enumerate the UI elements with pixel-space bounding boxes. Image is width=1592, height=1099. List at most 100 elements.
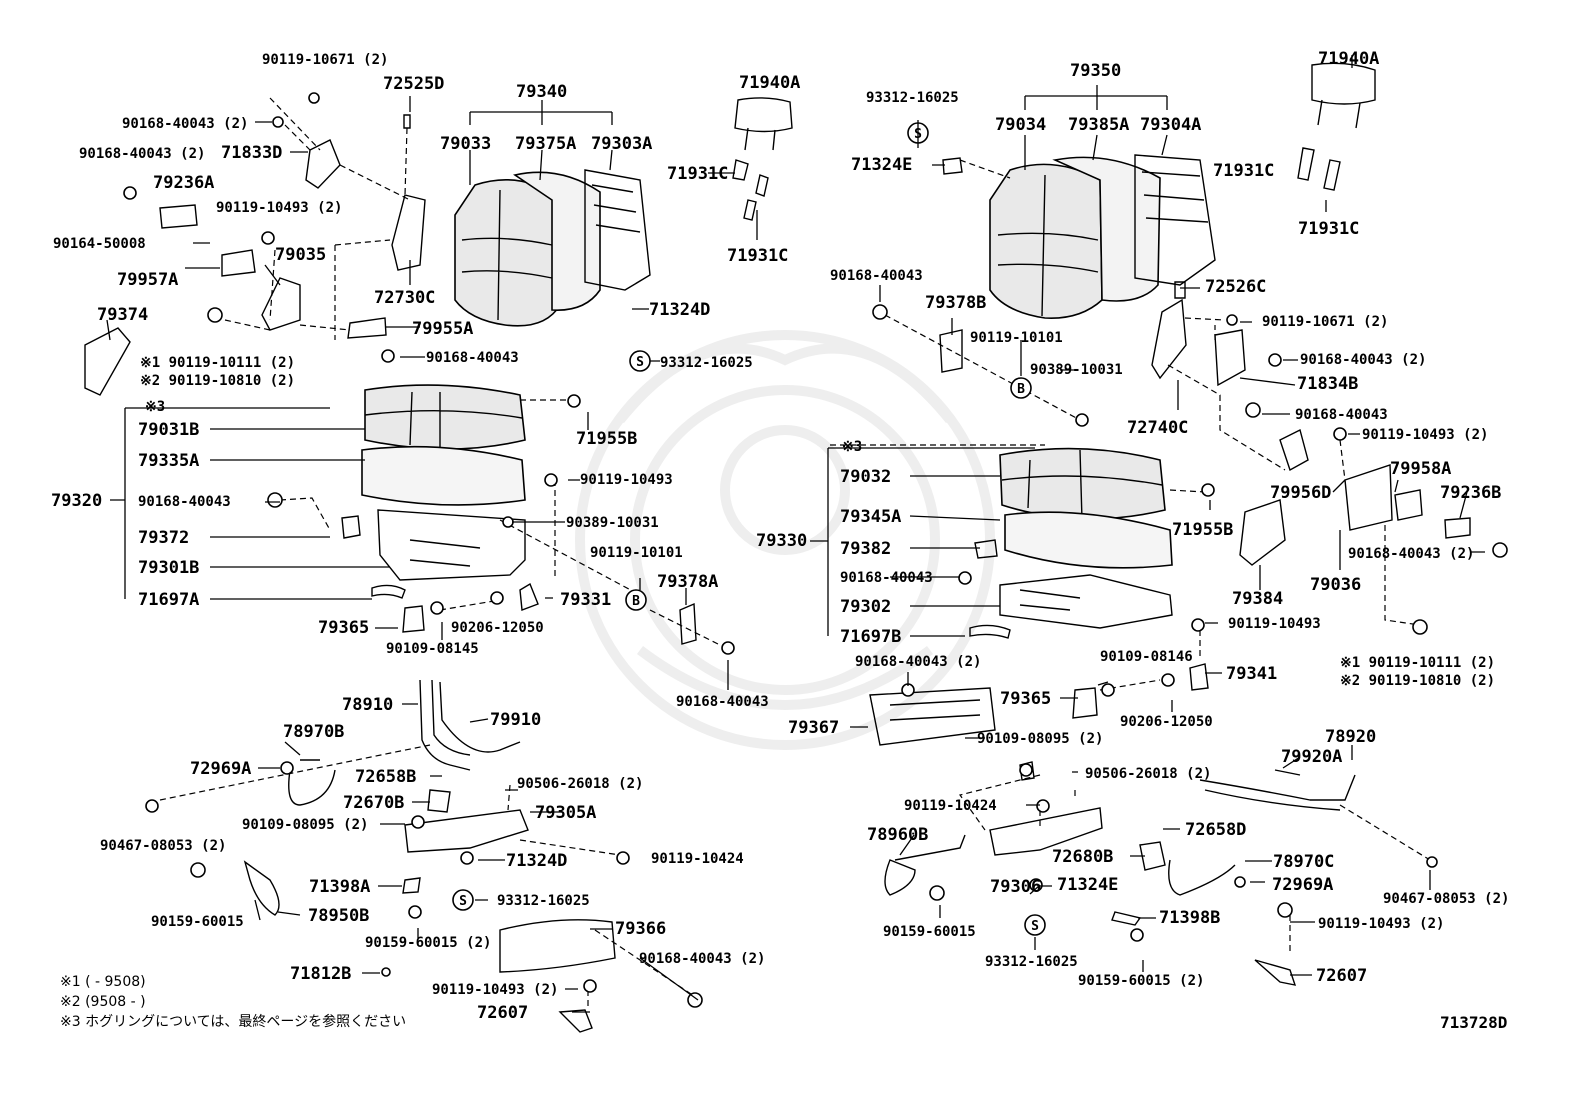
part-label: ※3	[842, 439, 862, 455]
part-label: 71697A	[138, 590, 199, 610]
part-label: 71940A	[739, 73, 800, 93]
part-label: 90159-60015 (2)	[365, 935, 491, 951]
part-label: 79035	[275, 245, 326, 265]
right-cushion-group	[830, 444, 1209, 746]
part-label: 90119-10493	[1228, 616, 1321, 632]
part-label: 78950B	[308, 906, 369, 926]
b-symbol-circle	[1010, 377, 1032, 399]
part-label: 79378A	[657, 572, 718, 592]
part-label: 90168-40043	[426, 350, 519, 366]
part-label: 71324E	[851, 155, 912, 175]
left-cushion-group	[279, 384, 721, 646]
right-hinge-group	[884, 159, 1471, 626]
part-label: 72526C	[1205, 277, 1266, 297]
part-label: 79365	[318, 618, 369, 638]
part-label: 90159-60015 (2)	[1078, 973, 1204, 989]
part-label: 72607	[1316, 966, 1367, 986]
part-label: 90159-60015	[151, 914, 244, 930]
part-label: 90119-10101	[590, 545, 683, 561]
part-label: 79033	[440, 134, 491, 154]
fastener-group	[123, 92, 1508, 1008]
part-label: 79375A	[515, 134, 576, 154]
part-label: 72730C	[374, 288, 435, 308]
part-label: 79330	[756, 531, 807, 551]
s-symbol-text: S	[1031, 919, 1039, 934]
part-label: ※1 90119-10111 (2)	[1340, 655, 1495, 671]
part-label: 90168-40043	[138, 494, 231, 510]
part-label: 79385A	[1068, 115, 1129, 135]
figure-number: 713728D	[1440, 1013, 1508, 1032]
part-label: 71834B	[1297, 374, 1358, 394]
part-label: 90109-08095 (2)	[242, 817, 368, 833]
part-label: 71931C	[1213, 161, 1274, 181]
part-label: 79305A	[535, 803, 596, 823]
part-label: 79304A	[1140, 115, 1201, 135]
part-label: 90119-10493 (2)	[1318, 916, 1444, 932]
footnote-1: ※1 ( - 9508)	[60, 974, 146, 990]
footnote-2: ※2 (9508 - )	[60, 994, 146, 1010]
part-label: 79378B	[925, 293, 986, 313]
part-label: 90119-10101	[970, 330, 1063, 346]
part-label: 79365	[1000, 689, 1051, 709]
s-symbol-circle	[452, 889, 474, 911]
part-label: ※2 90119-10810 (2)	[140, 373, 295, 389]
part-label: 79031B	[138, 420, 199, 440]
part-label: 71940A	[1318, 49, 1379, 69]
part-label: 93312-16025	[497, 893, 590, 909]
part-label: 71955B	[1172, 520, 1233, 540]
part-label: 79955A	[412, 319, 473, 339]
part-labels: 90119-10671 (2) 72525D 79340 71940A 9016…	[51, 49, 1509, 1023]
part-label: 90119-10671 (2)	[1262, 314, 1388, 330]
b-symbol-circle	[625, 589, 647, 611]
part-label: 90168-40043 (2)	[1348, 546, 1474, 562]
part-label: 90467-08053 (2)	[100, 838, 226, 854]
right-seatback-group	[942, 62, 1376, 319]
part-label: 79374	[97, 305, 148, 325]
part-label: 79032	[840, 467, 891, 487]
left-cable-group	[159, 679, 701, 1033]
part-label: 90467-08053 (2)	[1383, 891, 1509, 907]
left-hinge-group	[84, 97, 426, 396]
part-label: 78970C	[1273, 852, 1334, 872]
footnote-3: ※3 ホグリングについては、最終ページを参照ください	[60, 1014, 407, 1030]
part-label: 79036	[1310, 575, 1361, 595]
part-label: 79301B	[138, 558, 199, 578]
part-label: 78960B	[867, 825, 928, 845]
watermark-emblem	[575, 330, 995, 750]
part-label: 93312-16025	[660, 355, 753, 371]
part-label: 79236A	[153, 173, 214, 193]
part-label: 90119-10493 (2)	[1362, 427, 1488, 443]
part-label: 71324E	[1057, 875, 1118, 895]
part-label: 79920A	[1281, 747, 1342, 767]
part-label: 90109-08146	[1100, 649, 1193, 665]
part-label: 90168-40043	[830, 268, 923, 284]
part-label: 72658D	[1185, 820, 1246, 840]
part-label: 79957A	[117, 270, 178, 290]
part-label: 90168-40043	[1295, 407, 1388, 423]
part-label: 93312-16025	[866, 90, 959, 106]
part-label: ※1 90119-10111 (2)	[140, 355, 295, 371]
part-label: 90119-10493 (2)	[216, 200, 342, 216]
part-label: 79382	[840, 539, 891, 559]
part-label: 79306	[990, 877, 1041, 897]
part-label: 72969A	[1272, 875, 1333, 895]
part-label: 79340	[516, 82, 567, 102]
part-label: 90206-12050	[451, 620, 544, 636]
part-label: 79303A	[591, 134, 652, 154]
part-label: 90506-26018 (2)	[517, 776, 643, 792]
leader-lines	[106, 55, 1485, 1013]
part-label: 90389-10031	[566, 515, 659, 531]
part-label: 72969A	[190, 759, 251, 779]
part-label: 71955B	[576, 429, 637, 449]
part-label: 79335A	[138, 451, 199, 471]
part-label: 79384	[1232, 589, 1283, 609]
part-label: 90168-40043	[676, 694, 769, 710]
part-label: 78910	[342, 695, 393, 715]
part-label: 90109-08145	[386, 641, 479, 657]
part-label: 79372	[138, 528, 189, 548]
s-symbol-text: S	[636, 355, 644, 370]
left-seatback-group	[454, 97, 793, 327]
part-label: 72658B	[355, 767, 416, 787]
part-label: 71697B	[840, 627, 901, 647]
